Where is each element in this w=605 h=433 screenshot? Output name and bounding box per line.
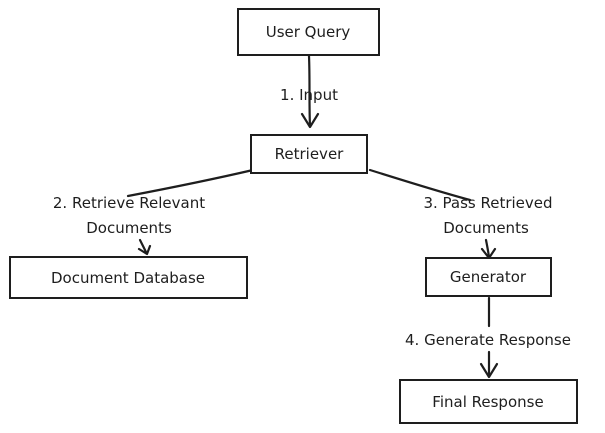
edge-input-line [307,54,312,128]
edge-generate [479,296,499,379]
node-box [237,8,380,56]
edge-pass-line-upper [368,168,472,202]
node-label-generator: Generator [450,268,527,286]
edge-label-generate: 4. Generate Response [405,331,571,349]
arrow-down-icon [479,362,499,379]
edge-retrieve-line-lower [138,238,148,254]
node-user-query: User Query [237,8,380,56]
node-retriever: Retriever [250,134,368,174]
edge-pass-line-lower [484,238,491,259]
arrow-down-icon [300,112,320,129]
node-final-response: Final Response [399,379,578,424]
arrow-down-left-icon [137,244,152,256]
edge-input [300,54,320,129]
edge-label-pass-line1: 3. Pass Retrieved [423,194,552,212]
node-box [425,257,552,297]
node-label-user-query: User Query [266,23,351,41]
node-label-document-database: Document Database [51,269,205,287]
edge-label-input: 1. Input [280,86,338,104]
edge-retrieve [126,168,255,256]
node-box [250,134,368,174]
edge-label-pass-line2: Documents [443,219,529,237]
node-box [9,256,248,299]
node-box [399,379,578,424]
node-generator: Generator [425,257,552,297]
node-document-database: Document Database [9,256,248,299]
edge-retrieve-line-upper [126,168,255,198]
edge-label-retrieve-line1: 2. Retrieve Relevant [53,194,205,212]
edge-pass [368,168,497,260]
node-label-retriever: Retriever [275,145,345,163]
node-label-final-response: Final Response [432,393,543,411]
edge-label-retrieve-line2: Documents [86,219,172,237]
